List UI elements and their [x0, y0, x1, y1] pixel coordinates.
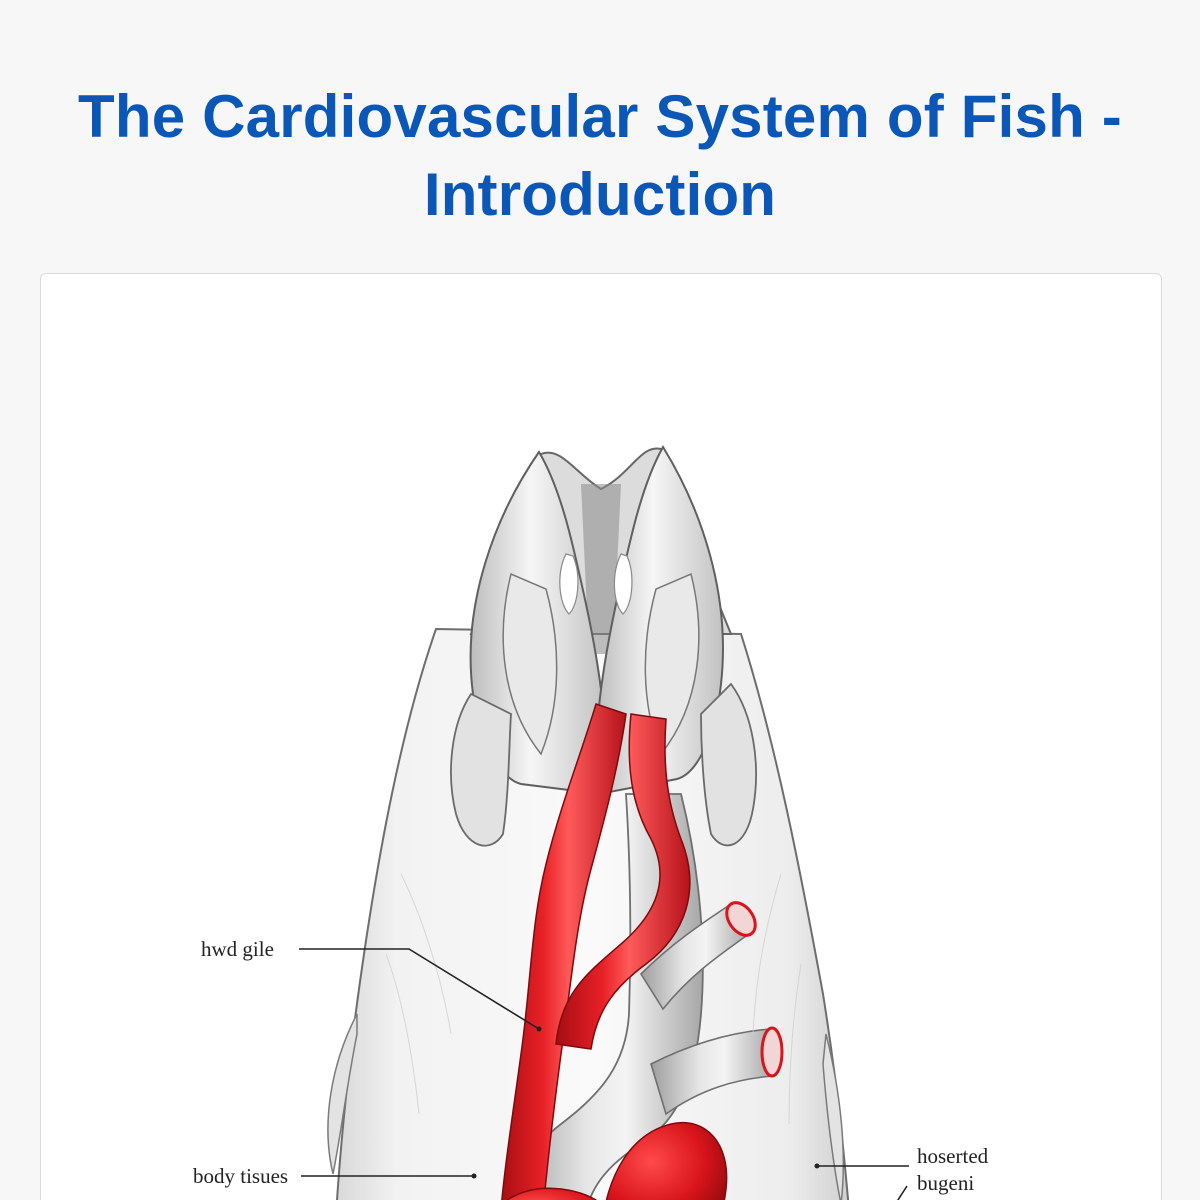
- red-vessel-right: [555, 713, 691, 1050]
- leader-lines: [299, 948, 909, 1200]
- label-bugeni: bugeni: [917, 1171, 974, 1195]
- heart-lower-chamber: [505, 1187, 598, 1200]
- diagram-card: hwd gile body tisues hoserted bugeni: [40, 273, 1162, 1200]
- right-fin: [822, 1033, 845, 1200]
- left-fin: [327, 1013, 358, 1175]
- page-title: The Cardiovascular System of Fish - Intr…: [78, 83, 1122, 228]
- label-body-tisues: body tisues: [193, 1164, 288, 1188]
- fish-cardiovascular-diagram: hwd gile body tisues hoserted bugeni: [193, 445, 989, 1200]
- heart: [605, 1121, 728, 1200]
- left-gill-flap: [450, 692, 512, 847]
- grey-main-vessel: [513, 793, 704, 1200]
- label-hwd-gile: hwd gile: [201, 937, 274, 961]
- red-vessel-left: [501, 703, 627, 1200]
- body-texture: [385, 873, 802, 1125]
- right-gill-flap: [700, 682, 757, 847]
- label-hoserted: hoserted: [917, 1144, 989, 1168]
